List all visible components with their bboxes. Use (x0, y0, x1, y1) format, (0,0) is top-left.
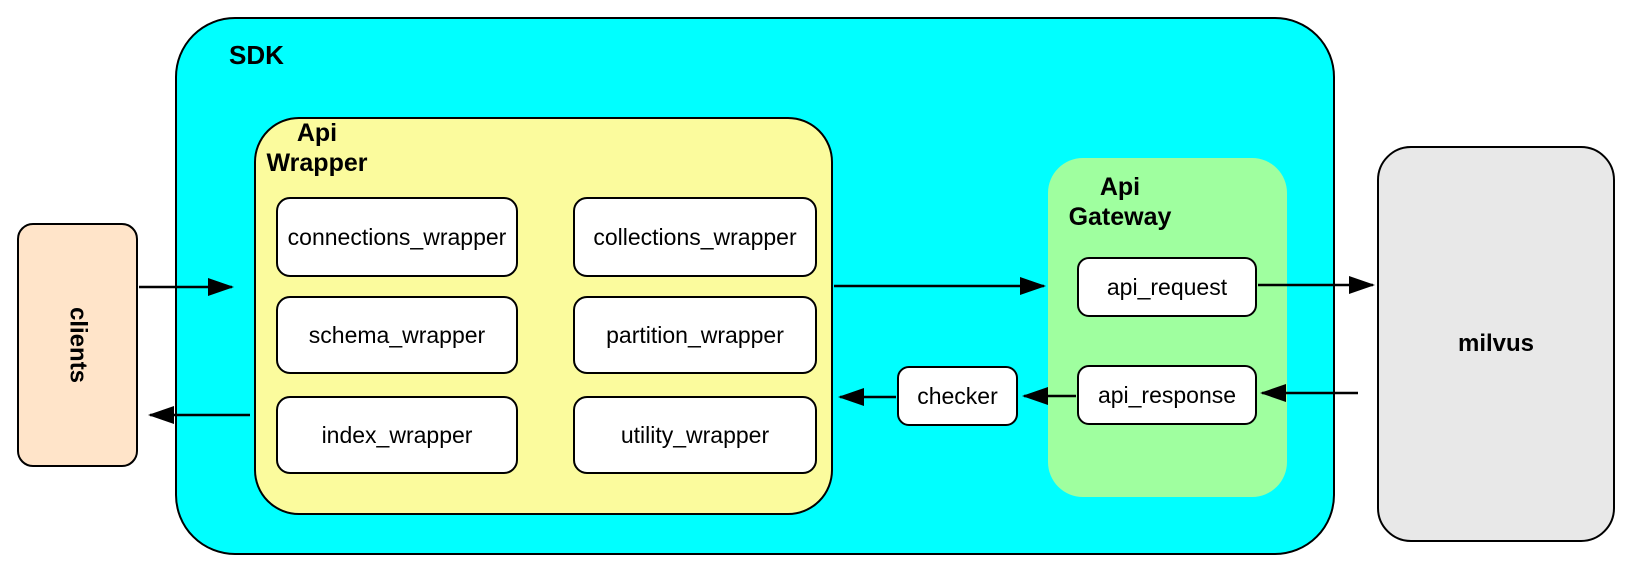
api-request-box: api_request (1077, 257, 1257, 317)
wrapper-box-connections: connections_wrapper (276, 197, 518, 277)
wrapper-box-schema: schema_wrapper (276, 296, 518, 374)
api-wrapper-label: Api Wrapper (266, 119, 368, 177)
wrapper-box-connections-label: connections_wrapper (287, 223, 507, 250)
wrapper-box-utility-label: utility_wrapper (620, 421, 770, 448)
api-response-label: api_response (1097, 381, 1237, 408)
milvus-label: milvus (1457, 330, 1535, 357)
clients-box: clients (17, 223, 138, 467)
api-response-box: api_response (1077, 365, 1257, 425)
wrapper-box-utility: utility_wrapper (573, 396, 817, 474)
clients-label: clients (64, 306, 92, 384)
sdk-label: SDK (229, 40, 284, 70)
wrapper-box-index: index_wrapper (276, 396, 518, 474)
wrapper-box-collections: collections_wrapper (573, 197, 817, 277)
api-gateway-label: Api Gateway (1068, 173, 1172, 231)
wrapper-box-index-label: index_wrapper (321, 421, 473, 448)
wrapper-box-collections-label: collections_wrapper (593, 223, 797, 250)
milvus-box: milvus (1377, 146, 1615, 542)
checker-box: checker (897, 366, 1018, 426)
checker-label: checker (917, 382, 998, 409)
api-gateway-container (1048, 158, 1287, 497)
wrapper-box-partition-label: partition_wrapper (606, 321, 784, 348)
api-request-label: api_request (1106, 273, 1228, 300)
wrapper-box-schema-label: schema_wrapper (308, 321, 486, 348)
wrapper-box-partition: partition_wrapper (573, 296, 817, 374)
